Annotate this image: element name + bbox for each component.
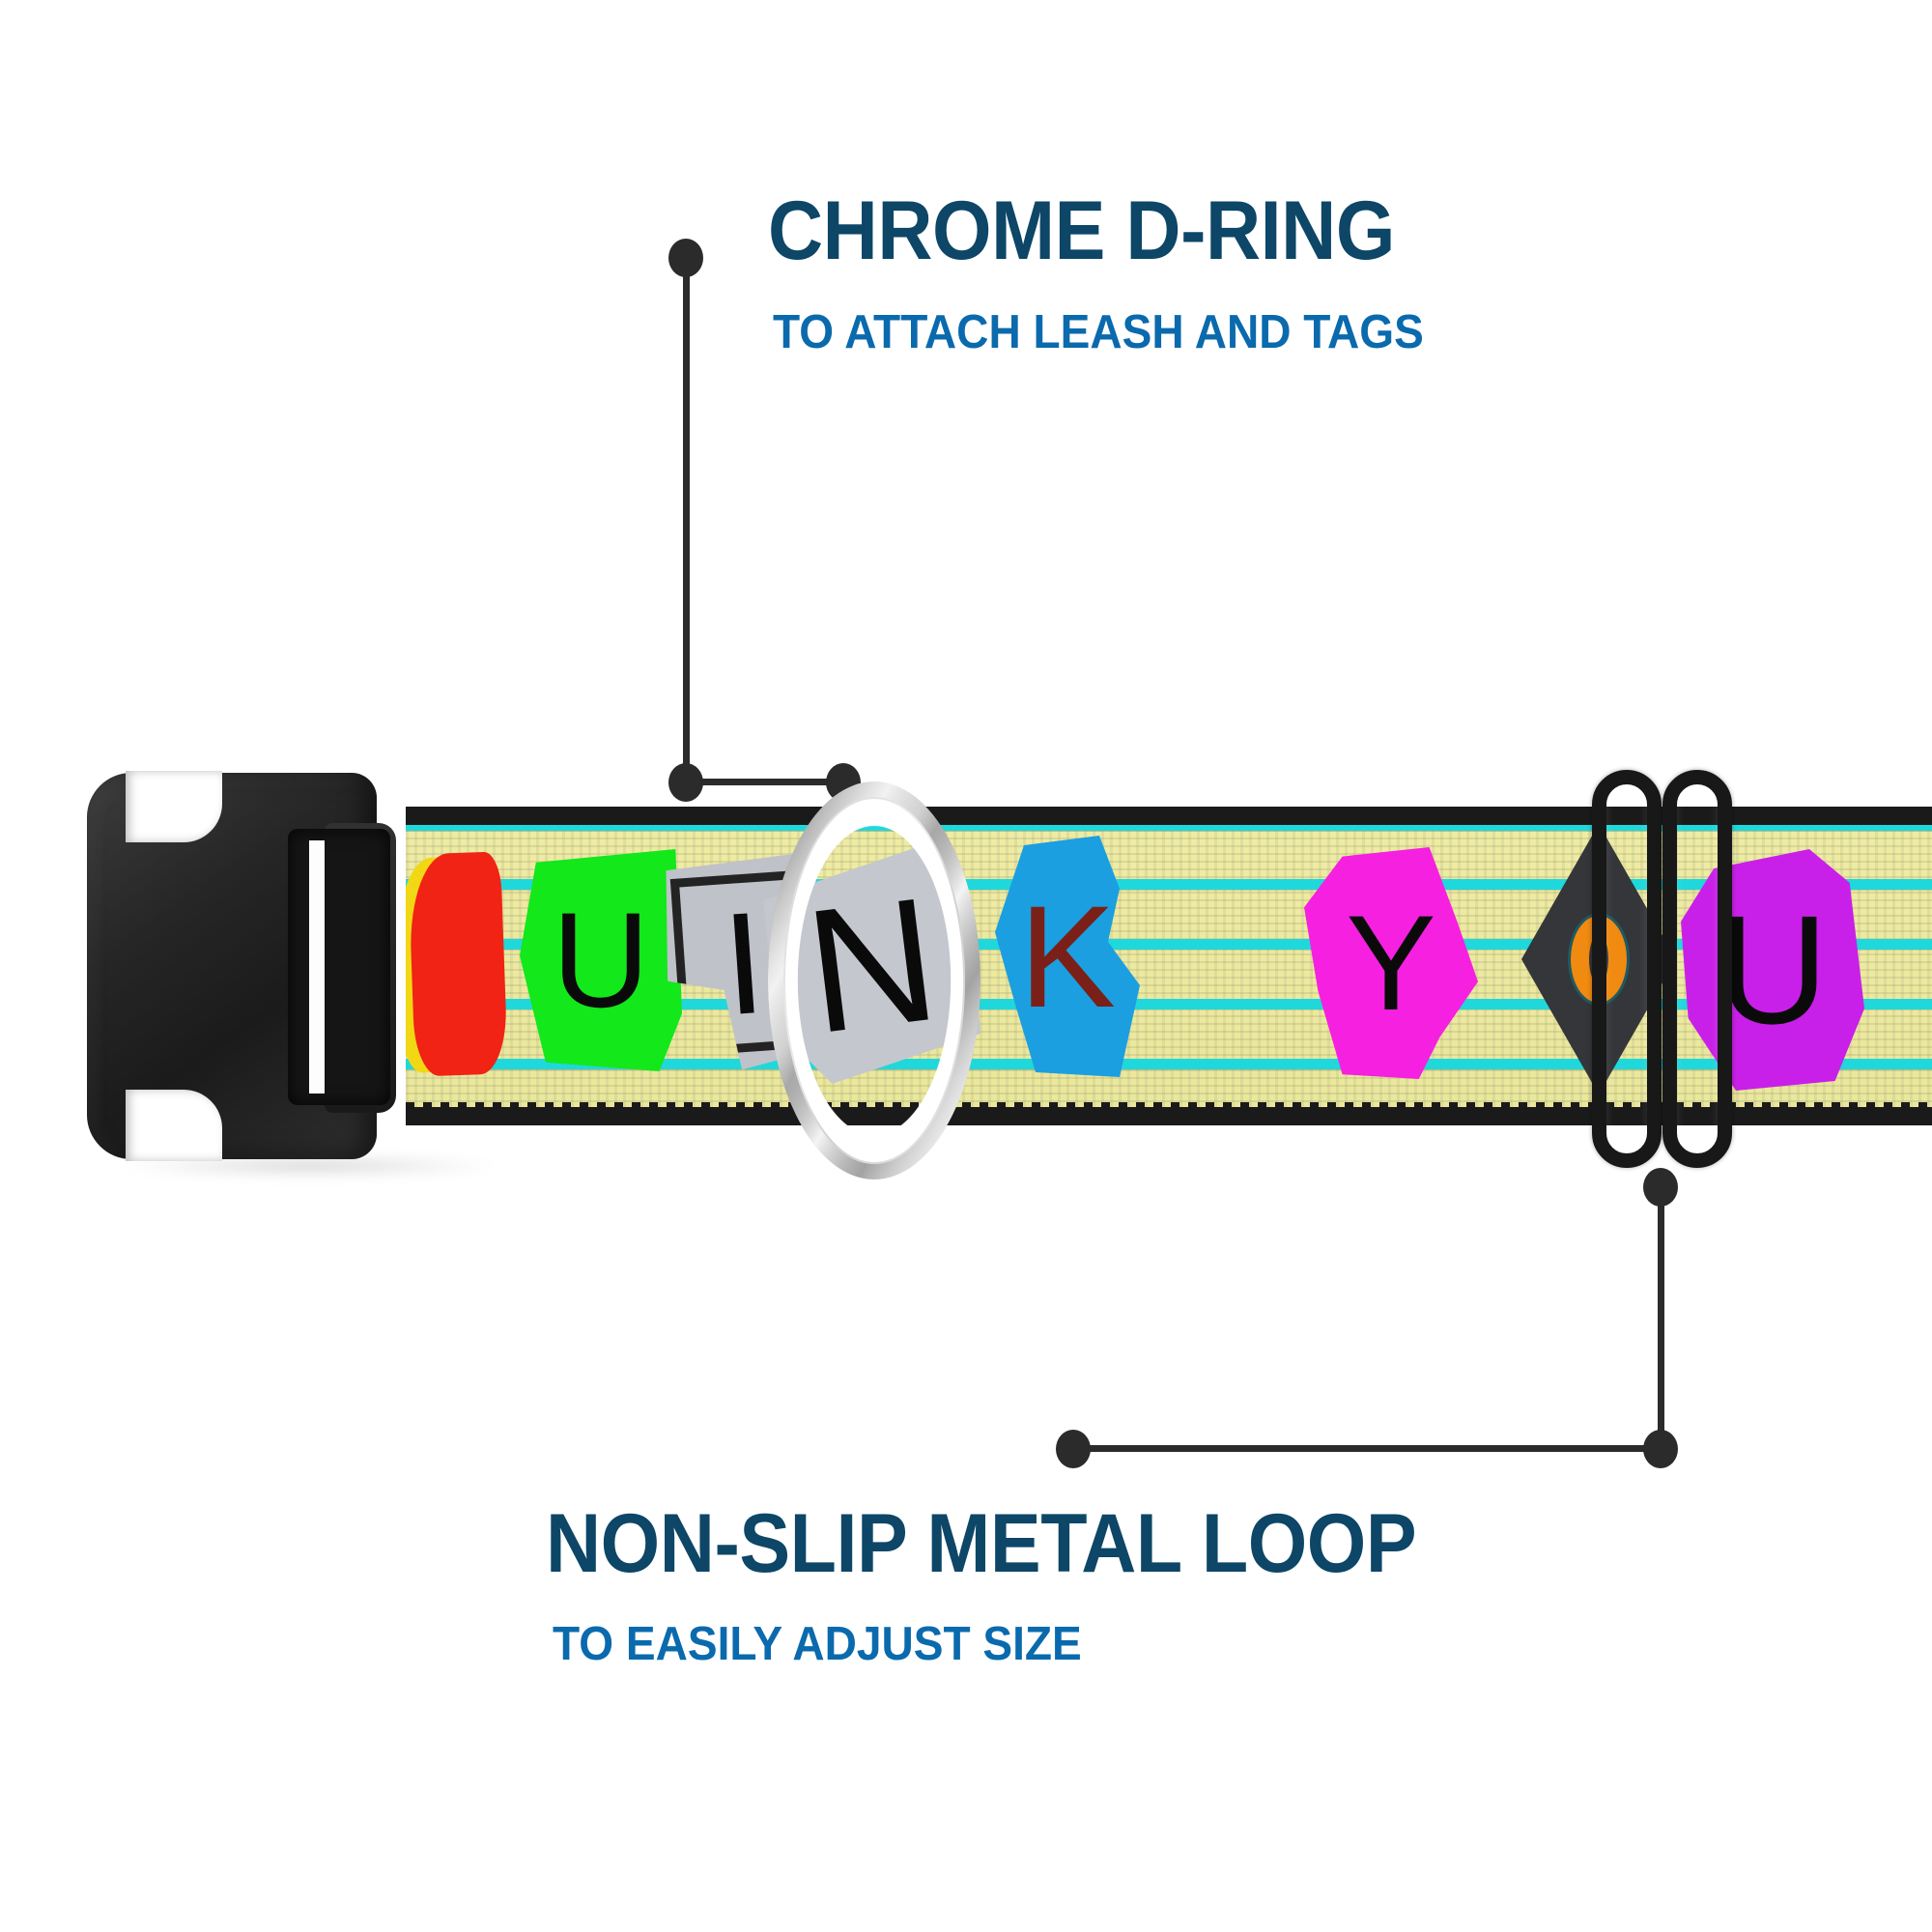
callout-subtitle-chrome-d-ring: TO ATTACH LEASH AND TAGS: [773, 306, 1424, 358]
pattern-letter: U: [552, 884, 650, 1036]
callout-title-chrome-d-ring: CHROME D-RING: [768, 185, 1395, 277]
webbing-stripe: [406, 820, 1932, 831]
webbing-stripe: [406, 879, 1932, 890]
pattern-tile-letter-u-green: U: [520, 849, 682, 1071]
pattern-letter: K: [1018, 875, 1117, 1037]
buckle-slot-gap: [309, 840, 325, 1094]
metal-loop-bar-left: [1592, 770, 1662, 1168]
leader-dot-bottom-end: [1056, 1430, 1091, 1468]
webbing-stripe: [406, 939, 1932, 950]
callout-title-non-slip-metal-loop: NON-SLIP METAL LOOP: [546, 1497, 1417, 1590]
pattern-letter: U: [1717, 883, 1829, 1056]
callout-subtitle-non-slip-metal-loop: TO EASILY ADJUST SIZE: [553, 1618, 1082, 1670]
webbing-stripe: [406, 999, 1932, 1009]
pattern-letter: Y: [1346, 887, 1436, 1038]
metal-loop-bar-right: [1662, 770, 1732, 1168]
webbing-stripe: [406, 1059, 1932, 1069]
non-slip-metal-loop[interactable]: [1592, 770, 1742, 1168]
buckle-webbing-slot: [288, 829, 390, 1105]
leader-line-horizontal-top: [686, 779, 840, 785]
pattern-tile-letter-u-purple: U: [1681, 849, 1864, 1091]
leader-line-vertical-bottom: [1658, 1186, 1664, 1447]
leader-line-horizontal-bottom: [1072, 1445, 1662, 1452]
buckle-notch-bottom: [126, 1090, 222, 1161]
leader-line-vertical-top: [683, 256, 690, 782]
chrome-d-ring[interactable]: [768, 781, 980, 1179]
side-release-buckle[interactable]: [87, 771, 430, 1161]
dog-collar-product: U I N K Y U: [0, 770, 1932, 1179]
buckle-notch-top: [126, 771, 222, 842]
